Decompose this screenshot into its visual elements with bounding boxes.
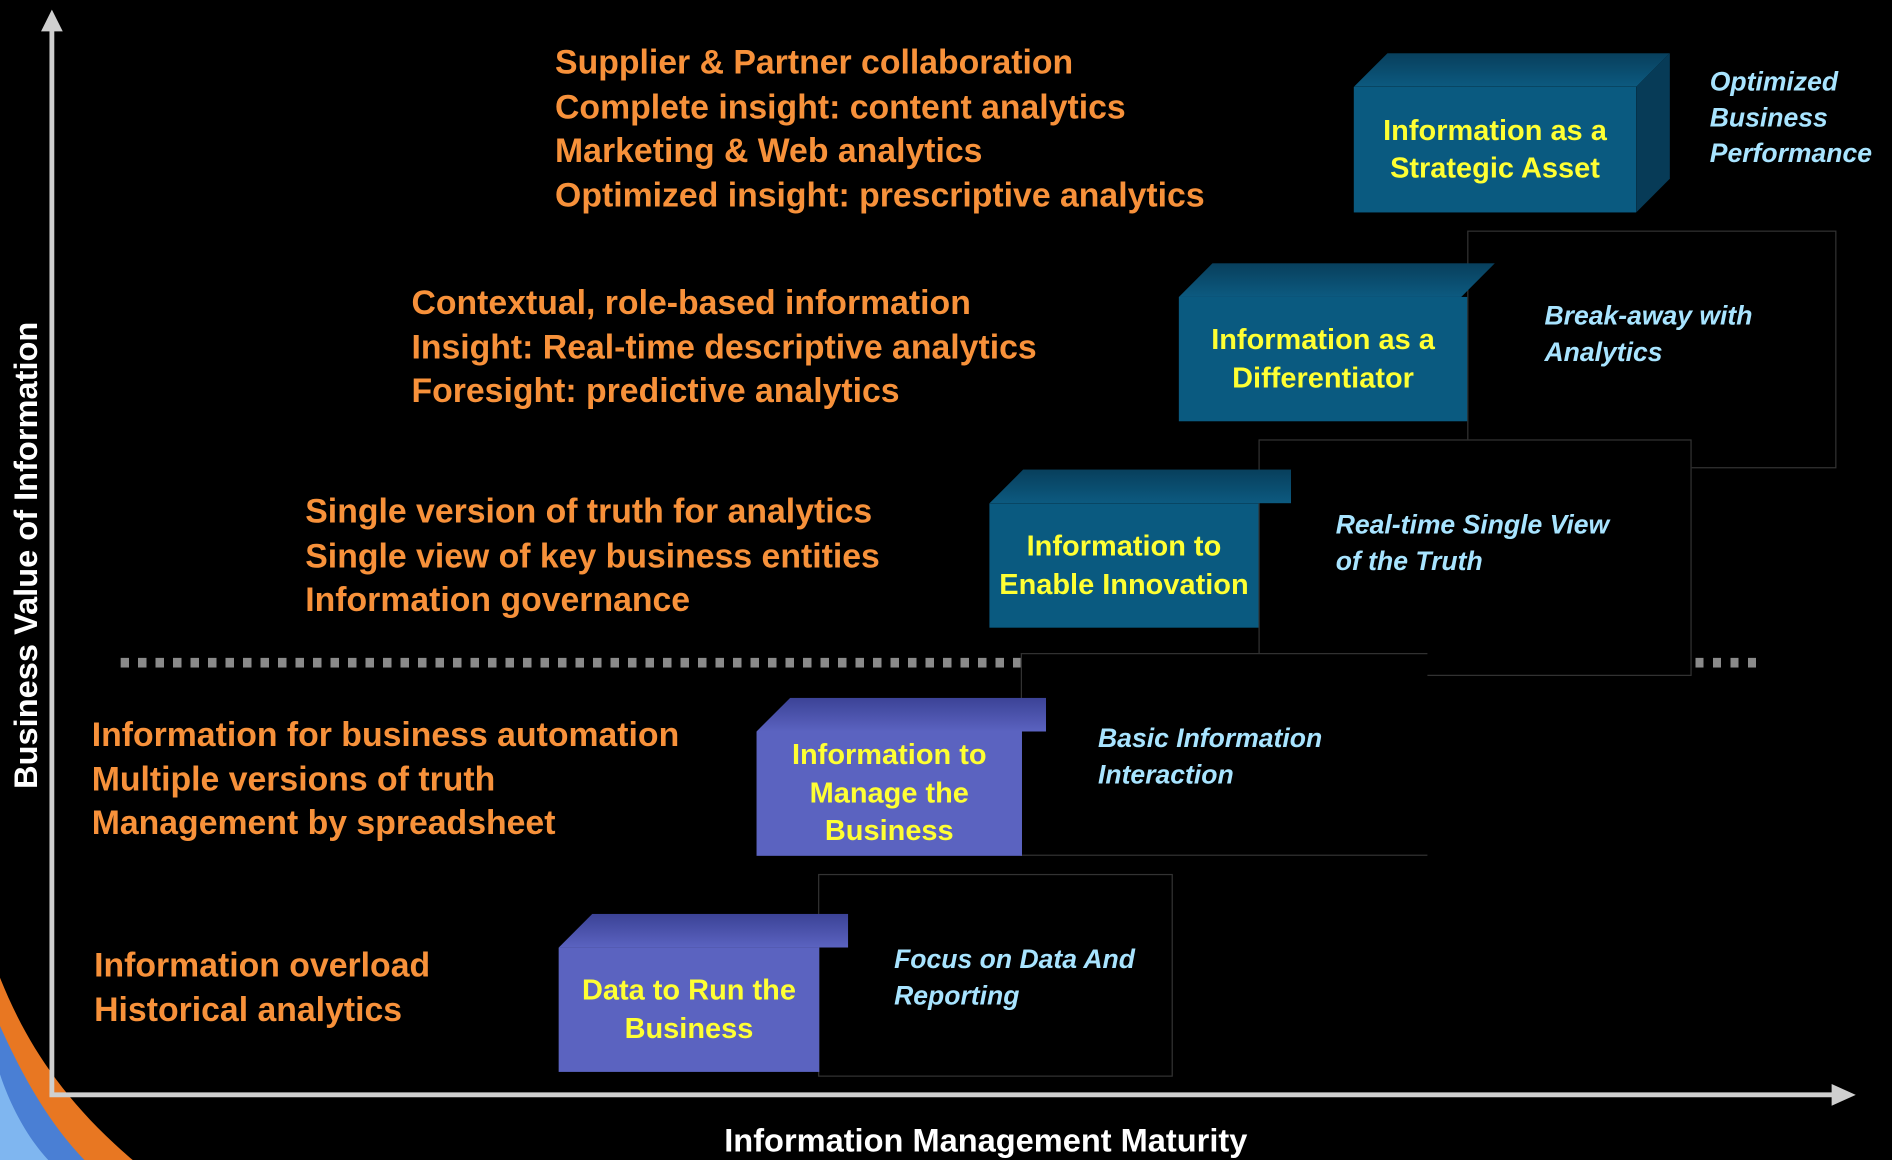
characteristic-item: Information governance bbox=[305, 581, 691, 619]
corner-swoosh-graphic bbox=[0, 977, 133, 1160]
level-5-stage-box: Information as a Strategic Asset bbox=[1353, 53, 1670, 213]
panel-text: Focus on Data And Reporting bbox=[894, 943, 1135, 1010]
level-5-panel-text: Optimized Business Performance bbox=[1710, 64, 1891, 171]
level-3-stage-box: Information to Enable Innovation bbox=[989, 469, 1292, 628]
characteristic-item: Insight: Real-time descriptive analytics bbox=[411, 327, 1037, 366]
level-3-characteristics: Single version of truth for analytics Si… bbox=[305, 490, 880, 623]
characteristic-item: Complete insight: content analytics bbox=[555, 87, 1126, 126]
level-1-stage-box: Data to Run the Business bbox=[558, 913, 849, 1072]
stage-label: Information to Manage the Business bbox=[756, 731, 1022, 856]
panel-text: Real-time Single View of the Truth bbox=[1335, 509, 1610, 576]
panel-text: Basic Information Interaction bbox=[1098, 723, 1323, 789]
characteristic-item: Single version of truth for analytics bbox=[305, 492, 873, 530]
stage-label: Information to Enable Innovation bbox=[989, 503, 1259, 628]
characteristic-item: Optimized insight: prescriptive analytic… bbox=[555, 176, 1205, 214]
level-1-panel bbox=[818, 873, 1173, 1077]
characteristic-item: Information for business automation bbox=[91, 715, 680, 754]
x-axis-arrowhead bbox=[1831, 1083, 1856, 1106]
level-4-panel bbox=[1467, 230, 1837, 469]
level-5-characteristics: Supplier & Partner collaboration Complet… bbox=[555, 41, 1205, 218]
panel-text: Break-away with Analytics bbox=[1544, 300, 1753, 367]
characteristic-item: Marketing & Web analytics bbox=[555, 132, 983, 170]
stage-label: Information as a Differentiator bbox=[1178, 296, 1468, 422]
characteristic-item: Information overload bbox=[94, 946, 431, 984]
level-2-panel bbox=[1020, 653, 1428, 856]
characteristic-item: Supplier & Partner collaboration bbox=[555, 43, 1074, 81]
level-3-panel bbox=[1258, 439, 1692, 676]
characteristic-item: Management by spreadsheet bbox=[91, 804, 556, 842]
level-2-stage-box: Information to Manage the Business bbox=[756, 697, 1047, 856]
x-axis-label: Information Management Maturity bbox=[724, 1122, 1248, 1159]
characteristic-item: Single view of key business entities bbox=[305, 536, 880, 575]
characteristic-item: Foresight: predictive analytics bbox=[411, 372, 900, 410]
level-4-characteristics: Contextual, role-based information Insig… bbox=[411, 281, 1036, 414]
characteristic-item: Contextual, role-based information bbox=[411, 283, 971, 322]
level-1-characteristics: Information overload Historical analytic… bbox=[94, 944, 430, 1033]
y-axis-label: Business Value of Information bbox=[7, 321, 45, 789]
level-4-stage-box: Information as a Differentiator bbox=[1178, 263, 1495, 422]
characteristic-item: Multiple versions of truth bbox=[91, 760, 496, 798]
threshold-divider bbox=[120, 657, 1757, 668]
stage-label: Information as a Strategic Asset bbox=[1353, 86, 1637, 213]
panel-text: Optimized Business Performance bbox=[1709, 66, 1873, 168]
y-axis-arrowhead bbox=[41, 9, 63, 32]
level-2-characteristics: Information for business automation Mult… bbox=[92, 713, 680, 846]
characteristic-item: Historical analytics bbox=[94, 990, 403, 1029]
stage-label: Data to Run the Business bbox=[558, 947, 820, 1072]
